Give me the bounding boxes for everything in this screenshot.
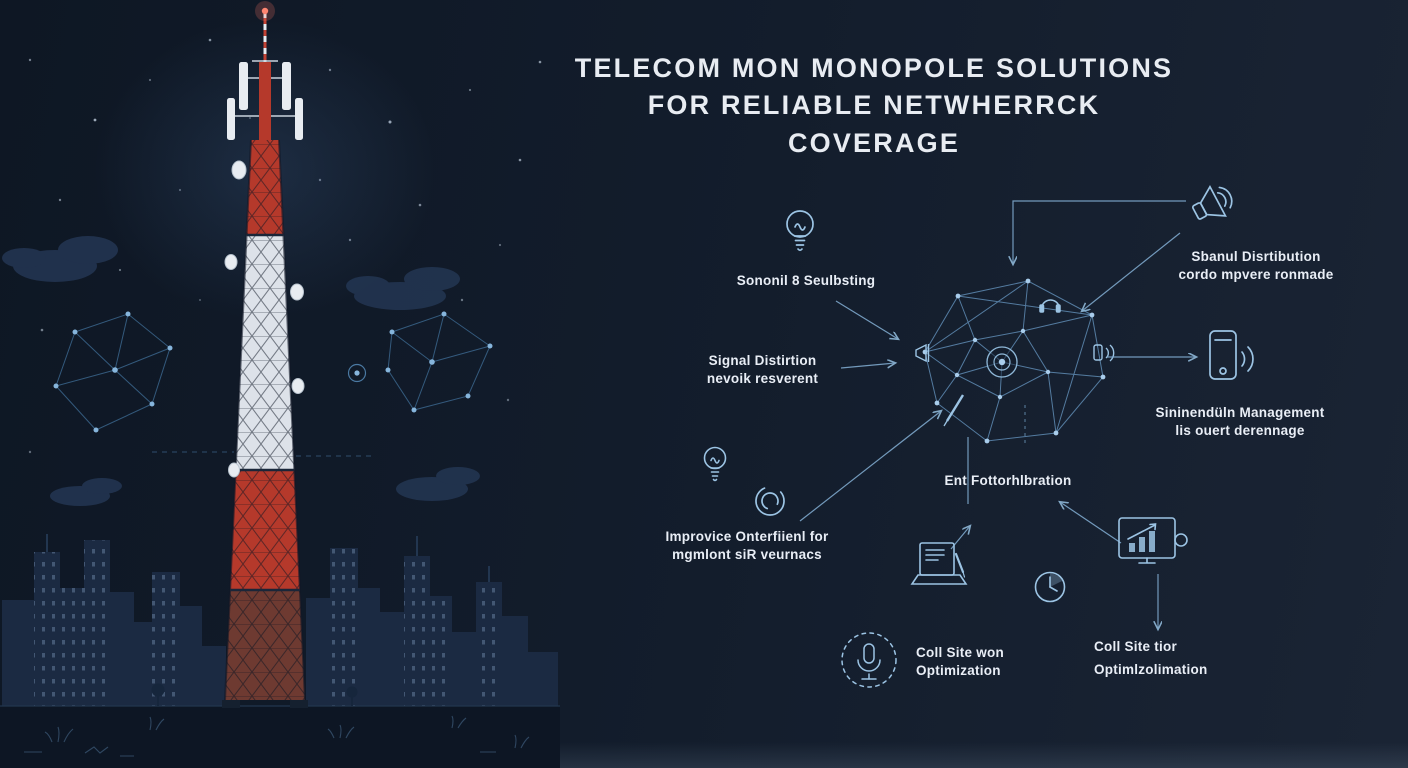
spiral-icon: [755, 486, 785, 516]
label-line: lis ouert derennage: [1175, 422, 1305, 438]
label-line: cordo mpvere ronmade: [1178, 266, 1334, 282]
clock-icon: [1034, 571, 1066, 603]
wifi-node-icon: [347, 363, 367, 383]
network-constellation-left: [53, 311, 173, 433]
smartphone-signal-icon: [1209, 330, 1254, 380]
clouds: [2, 236, 480, 506]
microphone-badge-icon: [841, 632, 897, 688]
ground-sketches: [24, 715, 530, 757]
lightbulb-small-icon: [703, 446, 727, 482]
label-line: Coll Site won: [916, 645, 1005, 660]
title-line-2: FOR RELIABLE NETWHERRCK COVERAGE: [647, 90, 1101, 158]
label-signal-distribution-right: Sbanul Disrtibution cordo mpvere ronmade: [1148, 248, 1364, 283]
label-signal-distribution-left: Signal Distirtion nevoik resverent: [680, 352, 845, 387]
label-line: Coll Site tior: [1094, 639, 1178, 654]
label-line: Improvice Onterfiienl for: [665, 529, 829, 544]
antenna-panels: [227, 62, 303, 140]
label-branding: Sononil 8 Seulbsting: [696, 272, 916, 290]
label-line: Optimlzolimation: [1094, 661, 1208, 677]
ground: [0, 706, 560, 768]
mesh-network: [915, 278, 1115, 447]
label-management: Sininendüln Management lis ouert derenna…: [1128, 404, 1352, 439]
beacon-light: [261, 7, 269, 15]
camera-lens-icon: [986, 346, 1018, 378]
dish-antennas: [224, 160, 305, 478]
guide-dashes: [152, 451, 372, 457]
label-line: nevoik resverent: [706, 370, 819, 386]
floor-highlight: [560, 742, 1408, 768]
label-line: Sbanul Disrtibution: [1191, 249, 1321, 264]
label-line: Signal Distirtion: [708, 353, 817, 368]
label-cell-site-optimization: Coll Site won Optimization: [916, 644, 1066, 679]
label-improvement: Improvice Onterfiienl for mgmlont siR ve…: [636, 528, 858, 563]
city-skyline: [2, 534, 558, 706]
headset-icon: [1039, 299, 1061, 313]
label-configuration: Ent Fottorhlbration: [918, 472, 1098, 490]
label-line: Sininendüln Management: [1155, 405, 1325, 420]
laptop-document-icon: [910, 542, 968, 585]
speaker-left-icon: [915, 343, 930, 363]
network-constellation-right: [347, 311, 493, 413]
page-title: TELECOM MON MONOPOLE SOLUTIONS FOR RELIA…: [560, 50, 1188, 162]
small-trees: [151, 683, 358, 706]
label-line: Sononil 8 Seulbsting: [736, 273, 876, 288]
analytics-monitor-icon: [1118, 517, 1188, 564]
lightbulb-icon: [786, 210, 814, 252]
stylus-icon: [943, 394, 965, 427]
speaker-right-icon: [1093, 344, 1115, 362]
title-line-1: TELECOM MON MONOPOLE SOLUTIONS: [574, 53, 1174, 83]
night-scene: [0, 1, 560, 768]
megaphone-icon: [1191, 185, 1233, 220]
label-cell-site-optimization-right: Coll Site tior Optimlzolimation: [1094, 638, 1254, 678]
cell-tower-illustration: [222, 1, 308, 708]
label-line: Optimization: [916, 662, 1001, 678]
label-line: mgmlont siR veurnacs: [672, 546, 822, 562]
label-line: Ent Fottorhlbration: [944, 473, 1072, 488]
